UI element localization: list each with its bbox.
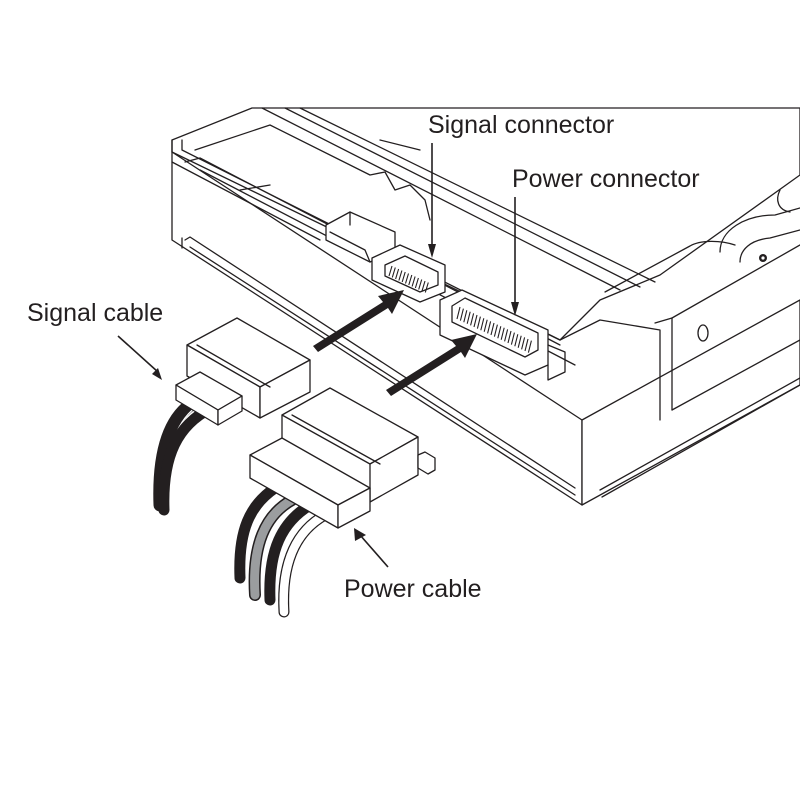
connector-pin <box>473 314 478 328</box>
connector-pin <box>421 280 426 292</box>
signal-cable-callout: Signal cable <box>27 299 163 380</box>
power-wire-dark <box>234 482 281 584</box>
connector-pin <box>521 337 526 350</box>
connector-pin <box>470 313 475 326</box>
connector-pin <box>463 310 468 323</box>
signal-insert-arrow-icon <box>313 290 404 352</box>
power-wire-dark <box>264 499 316 606</box>
power-connector-pins <box>456 306 532 353</box>
signal-connector-pins <box>388 265 429 293</box>
power-connector <box>439 289 566 381</box>
connector-pin <box>388 265 393 277</box>
connector-pin <box>504 329 509 342</box>
signal-cable-label: Signal cable <box>27 299 163 327</box>
signal-connector <box>371 244 446 303</box>
connector-pin <box>507 330 512 344</box>
drive-connectors <box>325 211 566 381</box>
connector-pin <box>527 340 532 353</box>
connector-pin <box>524 338 529 352</box>
signal-cable-pointer <box>117 335 159 373</box>
signal-connector-label: Signal connector <box>428 111 614 139</box>
pointer-arrowhead-icon <box>428 244 436 258</box>
connector-pin <box>480 318 485 331</box>
connector-pin <box>459 308 464 321</box>
hard-drive <box>171 107 800 506</box>
connector-pin <box>424 282 429 293</box>
connector-pin <box>404 273 410 284</box>
pointer-arrowhead-icon <box>354 528 366 541</box>
connector-pin <box>514 334 519 347</box>
connector-pin <box>395 268 400 280</box>
signal-cable <box>153 317 311 516</box>
connector-pin <box>510 332 515 345</box>
insertion-arrows <box>313 290 477 396</box>
power-cable-callout: Power cable <box>344 528 482 603</box>
connector-pin <box>483 319 488 332</box>
power-cable <box>234 387 436 618</box>
power-wire-white <box>279 510 330 617</box>
drive-end-face <box>581 299 800 506</box>
connector-pin <box>411 276 416 287</box>
connector-pin <box>500 327 505 340</box>
power-wire-gray <box>250 495 297 600</box>
connector-pin <box>418 279 423 290</box>
connector-pin <box>493 324 498 337</box>
connector-pin <box>490 322 495 336</box>
connector-pin <box>456 306 461 320</box>
connector-pin <box>466 311 471 324</box>
connector-pin <box>476 316 481 329</box>
connector-pin <box>391 267 396 278</box>
connector-pin <box>487 321 492 334</box>
pointer-arrowhead-icon <box>152 368 162 380</box>
power-connector-label: Power connector <box>512 165 700 193</box>
connector-pin <box>401 271 406 283</box>
connector-pin <box>398 270 403 281</box>
power-connector-callout: Power connector <box>511 165 700 316</box>
pointer-arrowhead-icon <box>511 302 519 316</box>
connector-pin <box>414 277 419 289</box>
signal-connector-callout: Signal connector <box>428 111 614 258</box>
mount-hole <box>697 324 709 342</box>
connector-pin <box>497 326 502 339</box>
drive-top-cover <box>171 107 800 341</box>
power-insert-arrow-icon <box>386 334 477 396</box>
power-cable-pointer <box>359 534 389 568</box>
latch <box>417 451 436 475</box>
power-cable-label: Power cable <box>344 575 482 603</box>
connector-pin <box>517 335 522 348</box>
connector-pin <box>408 274 413 286</box>
